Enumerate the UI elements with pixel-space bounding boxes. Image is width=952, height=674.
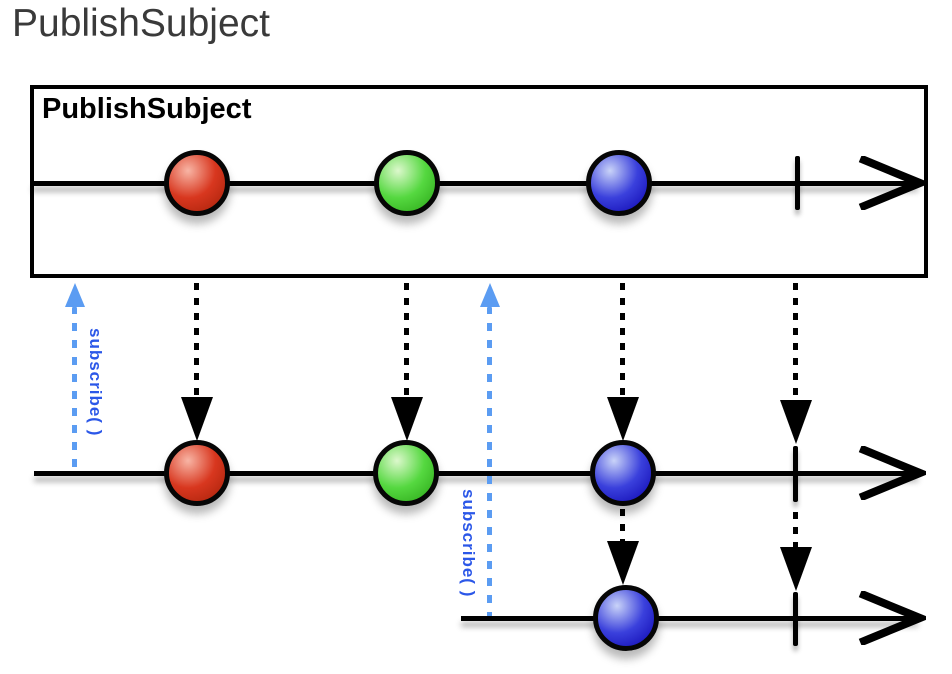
subscribe1-arrowhead-icon [65,283,85,307]
emission-arrow-green-head-icon [391,397,423,441]
emission-arrow-red-head-icon [181,397,213,441]
subscribe2-dashed-line [487,306,492,618]
emission-arrow-complete-head-icon [780,400,812,444]
emission-arrow-blue-head-icon [607,397,639,441]
source-timeline-arrowhead-icon [858,156,926,210]
source-complete-tick [795,156,800,210]
subscribe2-label: subscribe( ) [459,489,478,598]
subscriber2-marble-blue [593,585,659,651]
subscriber1-marble-blue [590,440,656,506]
subscriber1-timeline-arrowhead-icon [858,446,926,500]
source-marble-red [164,150,230,216]
page-title: PublishSubject [12,2,270,45]
emission2-arrow-complete-head-icon [780,547,812,591]
emission2-arrow-blue-head-icon [607,541,639,585]
subscriber2-timeline-arrowhead-icon [858,591,926,645]
emission-arrow-complete-line [793,283,798,400]
subscriber2-complete-tick [793,592,798,646]
subscriber1-marble-red [164,440,230,506]
source-timeline-line [32,181,918,186]
subscriber1-complete-tick [793,446,798,502]
emission2-arrow-blue-line [620,509,625,543]
subscriber1-marble-green [373,440,439,506]
emission-arrow-green-line [404,283,409,398]
subscriber1-timeline-line [34,471,918,476]
emission-arrow-red-line [194,283,199,398]
subscribe1-label: subscribe( ) [86,328,105,437]
subscriber2-timeline-line [461,616,918,621]
emission2-arrow-complete-line [793,512,798,548]
source-marble-blue [586,150,652,216]
emission-arrow-blue-line [620,283,625,398]
subscribe1-dashed-line [72,306,77,473]
subject-box-label: PublishSubject [42,93,252,125]
source-marble-green [374,150,440,216]
subscribe2-arrowhead-icon [480,283,500,307]
